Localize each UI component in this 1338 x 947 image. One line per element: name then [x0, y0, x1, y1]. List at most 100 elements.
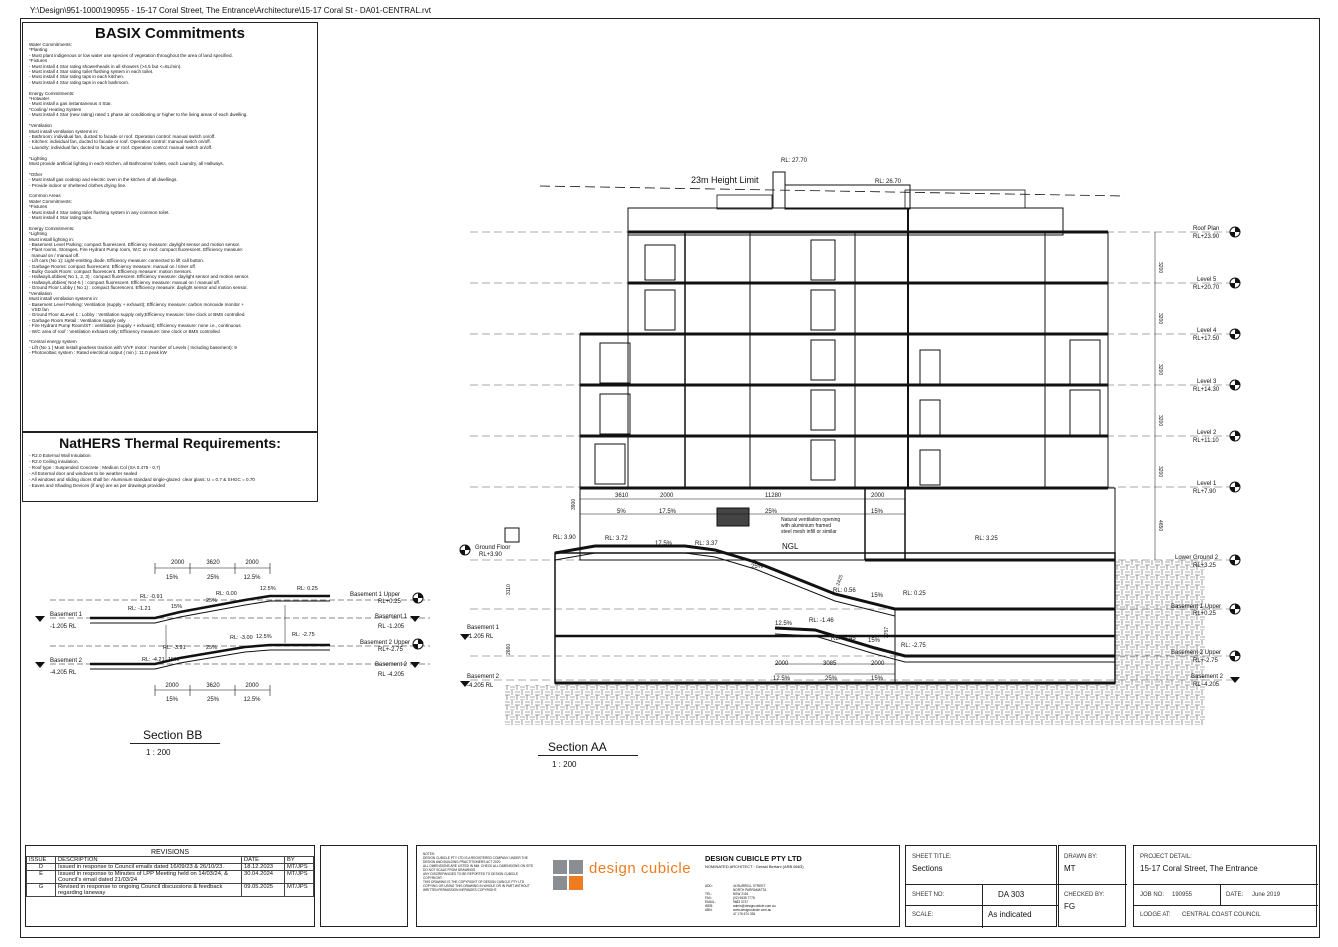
height-limit-label: 23m Height Limit: [691, 175, 759, 185]
aa-rl-245: RL: -2.45: [831, 636, 856, 642]
bb-b1u-rl: RL+0.25: [378, 599, 402, 605]
aa-dim-2425: 2425: [835, 574, 845, 587]
aa-dim-top-2: 2000: [660, 493, 674, 499]
lvl-7-name: Basement 1 Upper: [1171, 604, 1221, 610]
bb-b1-right-rl: RL -1.205: [378, 624, 405, 630]
drawn-value: MT: [1064, 864, 1076, 873]
aa-dim-bot-2: 3085: [823, 661, 837, 667]
company-name: DESIGN CUBICLE PTY LTD: [705, 854, 802, 863]
bb-s15b: 15%: [168, 657, 179, 663]
rev-issue: D: [26, 863, 56, 871]
bb-b2-left-rl: -4.205 RL: [50, 670, 77, 676]
left-lvl-2-name: Basement 2: [467, 674, 500, 680]
nathers-title: NatHERS Thermal Requirements:: [59, 435, 281, 451]
left-lvl-1-rl: -1.205 RL: [467, 634, 494, 640]
lvl-4-name: Level 2: [1197, 430, 1217, 436]
aa-s15-a: 15%: [871, 593, 884, 599]
lvl-7-rl: RL+0.25: [1193, 611, 1217, 617]
rl-top: RL: 27.70: [781, 158, 808, 164]
lvl-6-rl: RL+3.25: [1193, 563, 1217, 569]
aa-slope-top-2: 17.5%: [659, 509, 677, 515]
aa-slope-top-4: 15%: [871, 509, 884, 515]
section-aa-scale: 1 : 200: [552, 760, 577, 769]
bb-s15a: 15%: [171, 604, 182, 610]
job-label: JOB NO:: [1140, 892, 1165, 898]
aa-dim-bot-1: 2000: [775, 661, 789, 667]
bb-rl-275: RL: -2.75: [292, 632, 315, 638]
rev-by: MT/JPS: [284, 870, 314, 884]
section-aa-title: Section AA: [548, 740, 607, 754]
date-label: DATE:: [1226, 892, 1244, 898]
sheet-border: [20, 18, 1320, 938]
bb-b1-left-rl: -1.205 RL: [50, 624, 77, 630]
project-block: PROJECT DETAIL: 15-17 Coral Street, The …: [1133, 845, 1318, 927]
aa-rl-146: RL: -1.46: [809, 618, 834, 624]
floor-dim-4: 3200: [1157, 415, 1163, 426]
bb-rl-421: RL: -4.21: [142, 657, 165, 663]
section-aa-underline: [538, 755, 638, 756]
table-row: D Issued in response to Council emails d…: [26, 863, 314, 871]
nathers-body: - R2.0 External Wall Insulation - R2.0 C…: [29, 453, 255, 488]
sheet-title-value: Sections: [912, 864, 943, 873]
aa-s125-a: 12.5%: [775, 621, 793, 627]
lvl-0-rl: RL+23.90: [1193, 234, 1220, 240]
scale-label: SCALE:: [912, 912, 934, 918]
bb-dim-top-1: 2000: [171, 560, 185, 566]
lvl-4-rl: RL+11.10: [1193, 438, 1219, 444]
file-path: Y:\Design\951-1000\190955 - 15-17 Coral …: [30, 6, 431, 15]
bb-rl-391: RL: -3.91: [163, 645, 186, 651]
aa-rl-025: RL: 0.25: [903, 591, 926, 597]
section-bb-title: Section BB: [143, 728, 203, 742]
notes-text: NOTES: DESIGN CUBICLE PTY LTD IS A REGIS…: [423, 852, 534, 892]
bb-dim-top-2: 3620: [206, 560, 220, 566]
bb-dim-top-3: 2000: [245, 560, 259, 566]
bb-s125b: 12.5%: [256, 634, 272, 640]
company-block: NOTES: DESIGN CUBICLE PTY LTD IS A REGIS…: [416, 845, 900, 927]
drawn-divider: [1059, 884, 1127, 885]
rev-desc: Revised in response to ongoing Council d…: [55, 883, 242, 897]
dim-3900: 3900: [571, 499, 577, 510]
sheet-divider-2: [906, 905, 1058, 906]
aa-s25-ramp: 25%: [751, 564, 764, 570]
lvl-1-name: Level 5: [1197, 277, 1217, 283]
bb-b2u: Basement 2 Upper: [360, 640, 410, 646]
bb-rl-025: RL: 0.25: [297, 586, 318, 592]
contact-labels: ADD: TEL: FAX: EMAIL: WEB: ABN:: [705, 884, 716, 912]
aa-s15-b: 15%: [868, 638, 881, 644]
revisions-block: REVISIONS ISSUE DESCRIPTION DATE BY D Is…: [25, 845, 315, 927]
rev-by: MT/JPS: [284, 883, 314, 897]
lvl-0-name: Roof Plan: [1193, 226, 1219, 232]
rev-desc: Issued in response to Council emails dat…: [55, 863, 242, 871]
basix-panel: BASIX Commitments Water Commitments: *Pl…: [22, 22, 318, 432]
aa-dim-top-3: 11280: [765, 493, 782, 499]
aa-dim-2757: 2757: [884, 627, 890, 638]
section-bb-scale: 1 : 200: [146, 748, 171, 757]
contact-values: 44 BURRELL STREET NORTH PARRAMATTA NSW 2…: [733, 884, 776, 916]
floor-dim-5: 3200: [1157, 466, 1163, 477]
bb-rl-300: RL: -3.00: [230, 635, 253, 641]
bb-s125a: 12.5%: [260, 586, 276, 592]
bb-rl-000: RL: 0.00: [216, 591, 237, 597]
drawn-block: DRAWN BY: MT CHECKED BY: FG: [1058, 845, 1127, 927]
rev-header-by: BY: [284, 856, 314, 864]
sheet-no-label: SHEET NO:: [912, 892, 945, 898]
nominated-architect: NOMINATED ARCHITECT : Gerald Bertani (AR…: [705, 864, 804, 869]
scale-value: As indicated: [988, 910, 1032, 919]
lvl-8-name: Basement 2 Upper: [1171, 650, 1221, 656]
bb-slope-bot-3: 12.5%: [243, 697, 261, 703]
sheet-block: SHEET TITLE: Sections SHEET NO: DA 303 S…: [905, 845, 1058, 928]
aa-rl-372: RL: 3.72: [605, 536, 628, 542]
bb-slope-top-3: 12.5%: [243, 575, 261, 581]
project-label: PROJECT DETAIL:: [1140, 854, 1192, 860]
floor-dim-1: 3200: [1157, 262, 1163, 273]
lvl-3-name: Level 3: [1197, 379, 1217, 385]
job-value: 190955: [1172, 892, 1193, 898]
bb-dim-bot-2: 3620: [206, 683, 220, 689]
aa-rl-325: RL: 3.25: [975, 536, 998, 542]
floor-dim-2: 3200: [1157, 313, 1163, 324]
rev-date: 09.05.2025: [241, 883, 285, 897]
bb-b2u-rl: RL+-2.75: [378, 647, 404, 653]
sheet-no-value: DA 303: [998, 890, 1025, 899]
lvl-2-rl: RL+17.50: [1193, 336, 1220, 342]
